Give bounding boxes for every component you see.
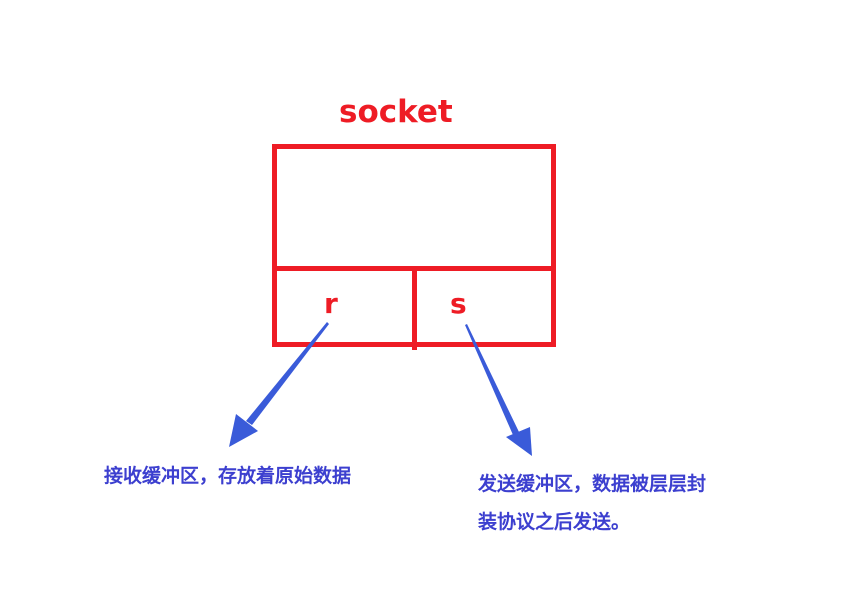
receive-arrow-icon	[229, 322, 329, 447]
send-buffer-note-line1: 发送缓冲区，数据被层层封	[478, 473, 707, 495]
socket-divider-vertical	[412, 266, 417, 350]
send-buffer-label: s	[450, 287, 467, 320]
receive-buffer-label: r	[324, 287, 338, 320]
receive-buffer-note: 接收缓冲区，存放着原始数据	[104, 465, 352, 487]
send-buffer-note: 发送缓冲区，数据被层层封 装协议之后发送。	[478, 465, 778, 541]
socket-title: socket	[339, 94, 453, 130]
send-buffer-note-line2: 装协议之后发送。	[478, 511, 631, 533]
send-arrow-icon	[465, 324, 532, 456]
